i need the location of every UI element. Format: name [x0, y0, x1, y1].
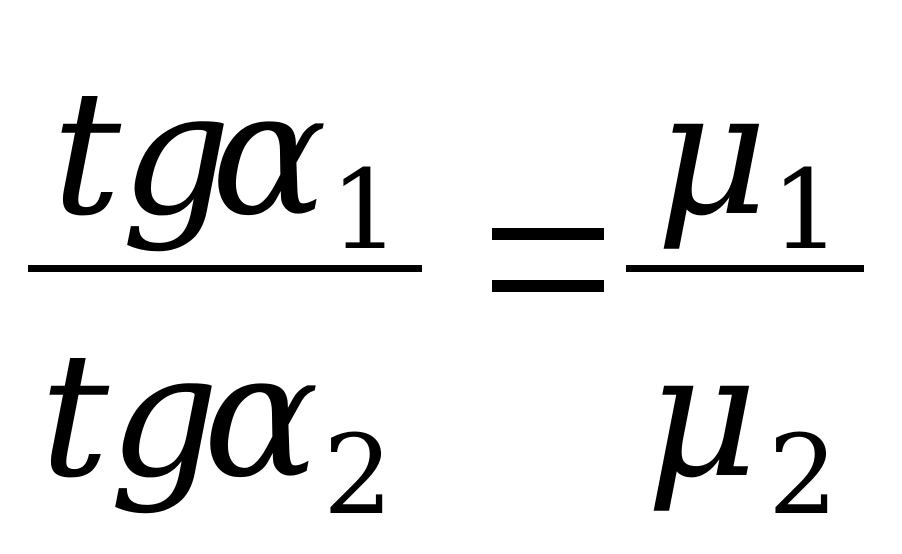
fraction-bar-left	[28, 265, 422, 272]
fraction-bar-right	[626, 265, 864, 272]
subscript-2: 2	[768, 411, 838, 539]
left-fraction: tg α 1 tg α 2	[28, 60, 422, 540]
left-denominator: tg α 2	[28, 315, 422, 539]
mu-symbol: μ	[656, 53, 768, 254]
alpha-symbol: α	[211, 53, 328, 254]
alpha-symbol: α	[203, 315, 320, 516]
tg-function: tg	[40, 315, 220, 516]
subscript-2: 2	[323, 411, 393, 539]
mu-symbol: μ	[646, 315, 758, 516]
right-numerator: μ 1	[626, 53, 864, 266]
tg-function: tg	[52, 53, 232, 254]
equals-sign: =	[492, 228, 604, 292]
subscript-1: 1	[771, 146, 841, 274]
subscript-1: 1	[330, 146, 400, 274]
left-numerator: tg α 1	[28, 53, 422, 266]
right-denominator: μ 2	[626, 315, 864, 539]
right-fraction: μ 1 μ 2	[626, 60, 864, 540]
